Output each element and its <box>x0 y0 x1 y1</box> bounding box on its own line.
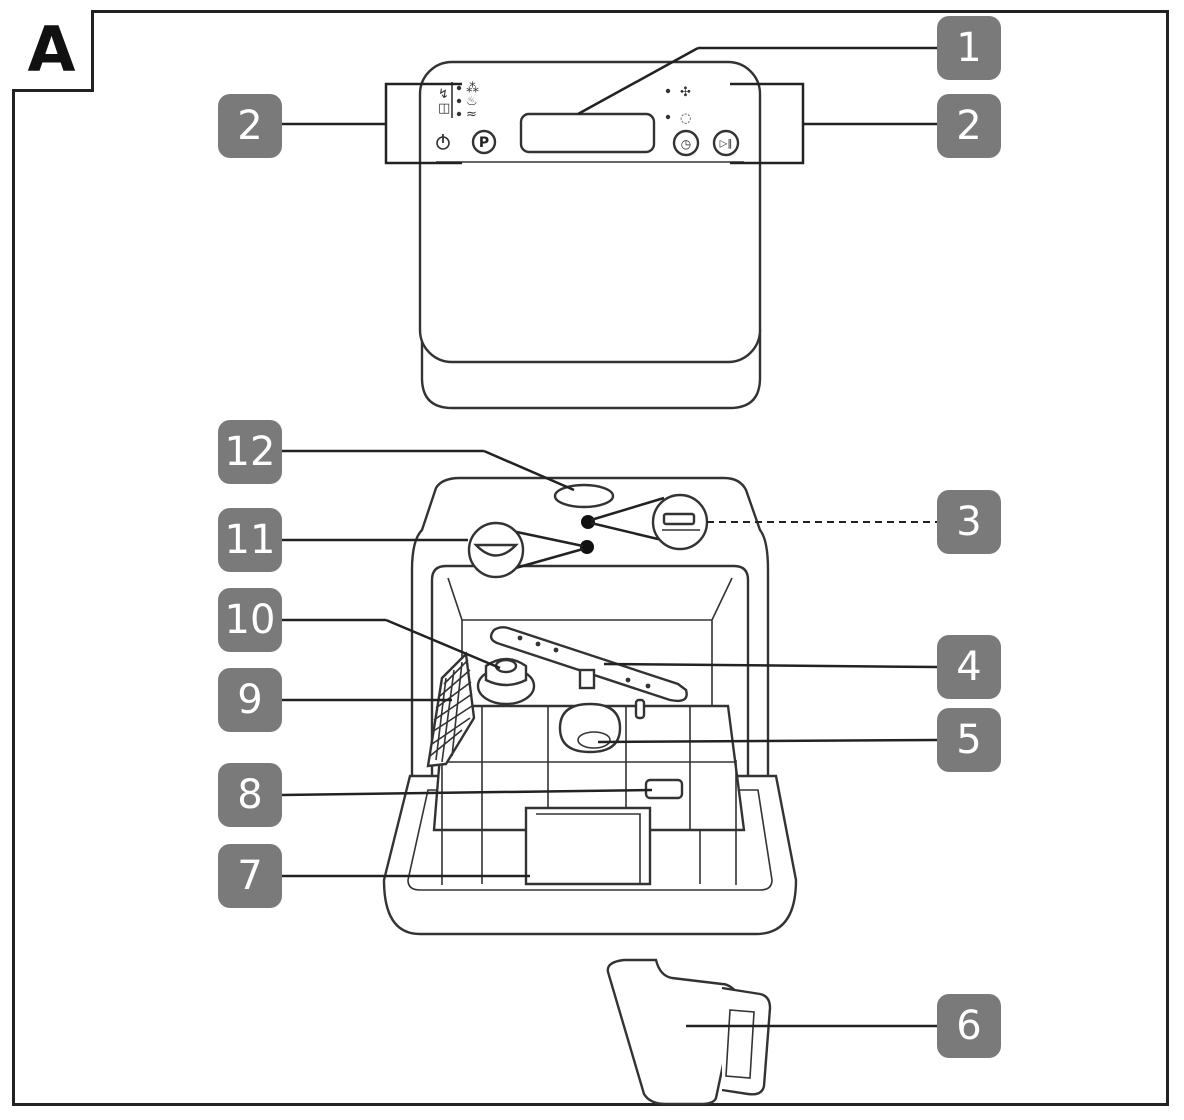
figure-frame <box>12 10 1169 1106</box>
callout-badge-3: 3 <box>937 490 1001 554</box>
callout-badge-4: 4 <box>937 635 1001 699</box>
callout-number: 10 <box>225 597 276 643</box>
callout-badge-10: 10 <box>218 588 282 652</box>
spray-arm <box>489 626 688 703</box>
callout-badges: 1 2 2 12 3 11 10 4 <box>218 16 1001 1058</box>
right-indicators: ✣ ◌ <box>665 85 691 126</box>
sensor-dot-upper <box>581 515 595 529</box>
sensor-dot-lower <box>580 540 594 554</box>
figure-label-box: A <box>12 10 94 92</box>
callout-badge-2-right: 2 <box>937 94 1001 158</box>
program-button-label: P <box>479 135 489 151</box>
left-indicators: ⁂ ♨ ≈ ↯ ◫ <box>438 81 479 122</box>
start-pause-button[interactable]: ▷‖ <box>712 129 740 157</box>
callout-number: 2 <box>956 103 981 149</box>
program-button[interactable]: P <box>471 129 497 155</box>
callout-badge-12: 12 <box>218 420 282 484</box>
callout-number: 4 <box>956 644 981 690</box>
svg-text:◷: ◷ <box>681 137 692 151</box>
callout-badge-11: 11 <box>218 508 282 572</box>
measuring-jug <box>606 958 772 1106</box>
callout-number: 5 <box>956 717 981 763</box>
svg-text:◫: ◫ <box>438 101 450 116</box>
power-icon <box>436 134 450 150</box>
svg-text:↯: ↯ <box>438 87 449 102</box>
callout-badge-6: 6 <box>937 994 1001 1058</box>
callout-number: 3 <box>956 499 981 545</box>
magnifier-11 <box>467 521 584 579</box>
callout-number: 2 <box>237 103 262 149</box>
leader-lines <box>281 46 950 1028</box>
callout-badge-9: 9 <box>218 668 282 732</box>
callout-number: 11 <box>225 517 276 563</box>
callout-badge-8: 8 <box>218 763 282 827</box>
callout-number: 9 <box>237 677 262 723</box>
dishwasher-open <box>382 476 798 936</box>
dishwasher-closed: ⁂ ♨ ≈ ↯ ◫ P ✣ ◌ ◷ ▷‖ <box>384 60 805 410</box>
callout-number: 12 <box>225 429 276 475</box>
svg-text:◌: ◌ <box>680 111 691 126</box>
callout-number: 1 <box>956 25 981 71</box>
display <box>519 112 656 154</box>
callout-badge-7: 7 <box>218 844 282 908</box>
svg-text:≈: ≈ <box>466 107 477 122</box>
callout-badge-2-left: 2 <box>218 94 282 158</box>
callout-badge-1: 1 <box>937 16 1001 80</box>
callout-badge-5: 5 <box>937 708 1001 772</box>
callout-number: 6 <box>956 1003 981 1049</box>
svg-text:♨: ♨ <box>466 94 478 109</box>
figure-label: A <box>27 12 76 86</box>
filter-mesh <box>426 651 476 768</box>
callout-number: 7 <box>237 853 262 899</box>
svg-text:✣: ✣ <box>680 85 691 100</box>
filter-cap <box>476 657 536 706</box>
callout-number: 8 <box>237 772 262 818</box>
detergent-dispenser <box>558 698 646 754</box>
water-inlet <box>553 483 615 509</box>
svg-text:⁂: ⁂ <box>466 81 479 96</box>
start-pause-button-label: ▷‖ <box>720 139 733 150</box>
delay-button[interactable]: ◷ <box>672 129 700 157</box>
